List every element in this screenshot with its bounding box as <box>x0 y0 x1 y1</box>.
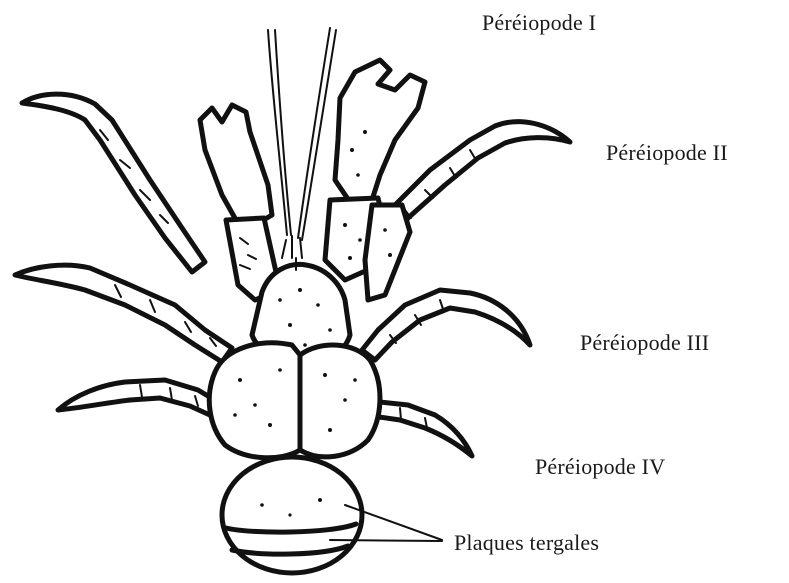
antennae <box>268 28 336 240</box>
pereiopode-1-right <box>325 60 425 300</box>
pereiopode-3-left <box>15 265 232 362</box>
label-pereiopode-4: Péréiopode IV <box>535 454 665 480</box>
label-plaques-tergales: Plaques tergales <box>454 530 599 556</box>
abdomen <box>222 457 362 573</box>
label-pereiopode-3: Péréiopode III <box>580 330 709 356</box>
label-pereiopode-2: Péréiopode II <box>606 140 728 166</box>
pereiopode-2-left <box>22 94 205 272</box>
pereiopode-4-right <box>372 402 472 456</box>
pereiopode-3-right <box>362 290 530 360</box>
carapace <box>209 343 380 458</box>
label-pereiopode-1: Péréiopode I <box>482 10 596 36</box>
pereiopode-1-left <box>200 105 280 300</box>
pereiopode-4-left <box>58 380 218 416</box>
